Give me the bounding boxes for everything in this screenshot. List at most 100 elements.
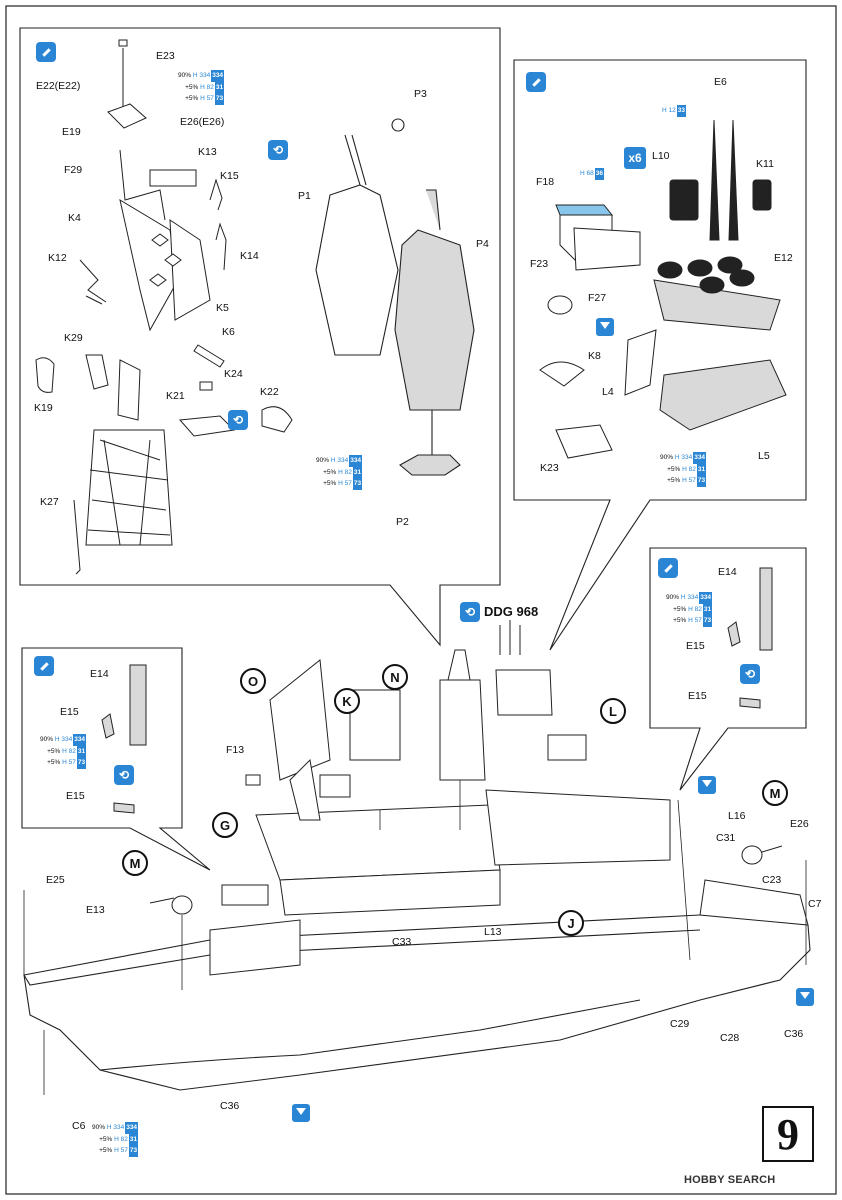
callout-box-funnel [513,59,807,651]
part-label: L10 [652,150,670,162]
part-label: K4 [68,212,81,224]
part-label: K8 [588,350,601,362]
part-label: C33 [392,936,412,948]
callout-box-e14-right [649,547,807,791]
paint-brush-icon [36,42,56,62]
part-label: C36 [784,1028,804,1040]
ship-label: DDG 968 [484,604,539,619]
part-label: E19 [62,126,81,138]
gun-mount-left [149,895,193,915]
ship-hull [23,914,811,1091]
part-label: L13 [484,926,502,938]
lattice-mast-upper [79,39,227,332]
part-label: K5 [216,302,229,314]
page-number: 9 [762,1106,814,1162]
part-label: E14 [718,566,737,578]
paint-brush-icon [658,558,678,578]
ship-superstructure [209,620,809,976]
part-label: E15 [66,790,85,802]
part-label: E26(E26) [180,116,225,128]
part-label: C7 [808,898,822,910]
part-label: E22(E22) [36,80,81,92]
rotate-icon: ⟲ [460,602,480,622]
subassembly-l: L [600,698,626,724]
part-label: K12 [48,252,67,264]
part-label: K15 [220,170,239,182]
part-label: E15 [688,690,707,702]
part-label: E13 [86,904,105,916]
part-label: K27 [40,496,59,508]
part-label: C23 [762,874,782,886]
part-label: E15 [60,706,79,718]
rotate-icon: ⟲ [114,765,134,785]
part-label: C6 [72,1120,86,1132]
glue-arrow-icon [292,1104,310,1122]
subassembly-m: M [762,780,788,806]
part-label: K11 [756,158,774,170]
callout-box-mast [19,27,501,647]
part-label: E26 [790,818,809,830]
part-label: P2 [396,516,409,528]
assembly-lines [23,780,807,1095]
paint-brush-icon [526,72,546,92]
part-label: K14 [240,250,259,262]
part-label: P3 [414,88,427,100]
funnel-top-group [539,119,787,459]
part-label: C36 [220,1100,240,1112]
part-label: K6 [222,326,235,338]
part-label: K29 [64,332,83,344]
glue-arrow-icon [596,318,614,336]
part-label: F13 [226,744,245,756]
gun-mount-right [741,845,783,865]
part-label: F18 [536,176,555,188]
watermark: HOBBY SEARCH [684,1174,776,1186]
part-label: C29 [670,1018,690,1030]
part-label: K22 [260,386,279,398]
part-label: K24 [224,368,243,380]
part-label: F23 [530,258,549,270]
part-label: K13 [198,146,217,158]
rotate-icon: ⟲ [740,664,760,684]
quantity-badge: x6 [624,147,646,169]
subassembly-m: M [122,850,148,876]
rotate-icon: ⟲ [228,410,248,430]
part-label: L16 [728,810,746,822]
part-label: F27 [588,292,607,304]
subassembly-j: J [558,910,584,936]
glue-arrow-icon [698,776,716,794]
glue-arrow-icon [796,988,814,1006]
subassembly-k: K [334,688,360,714]
part-label: C31 [716,832,736,844]
subassembly-o: O [240,668,266,694]
part-label: L4 [602,386,614,398]
part-label: L5 [758,450,770,462]
part-label: K19 [34,402,53,414]
subassembly-g: G [212,812,238,838]
part-label: E25 [46,874,65,886]
part-label: K21 [166,390,185,402]
part-label: C28 [720,1032,740,1044]
part-label: P4 [476,238,489,250]
subassembly-n: N [382,664,408,690]
part-label: E6 [714,76,727,88]
part-label: P1 [298,190,311,202]
lattice-mast-lower [35,344,293,575]
part-label: E15 [686,640,705,652]
part-label: K23 [540,462,559,474]
part-label: F29 [64,164,83,176]
paint-brush-icon [34,656,54,676]
callout-box-e14-left [21,647,211,871]
part-label: E12 [774,252,793,264]
part-label: E23 [156,50,175,62]
funnel-group [315,118,475,476]
rotate-icon: ⟲ [268,140,288,160]
part-label: E14 [90,668,109,680]
